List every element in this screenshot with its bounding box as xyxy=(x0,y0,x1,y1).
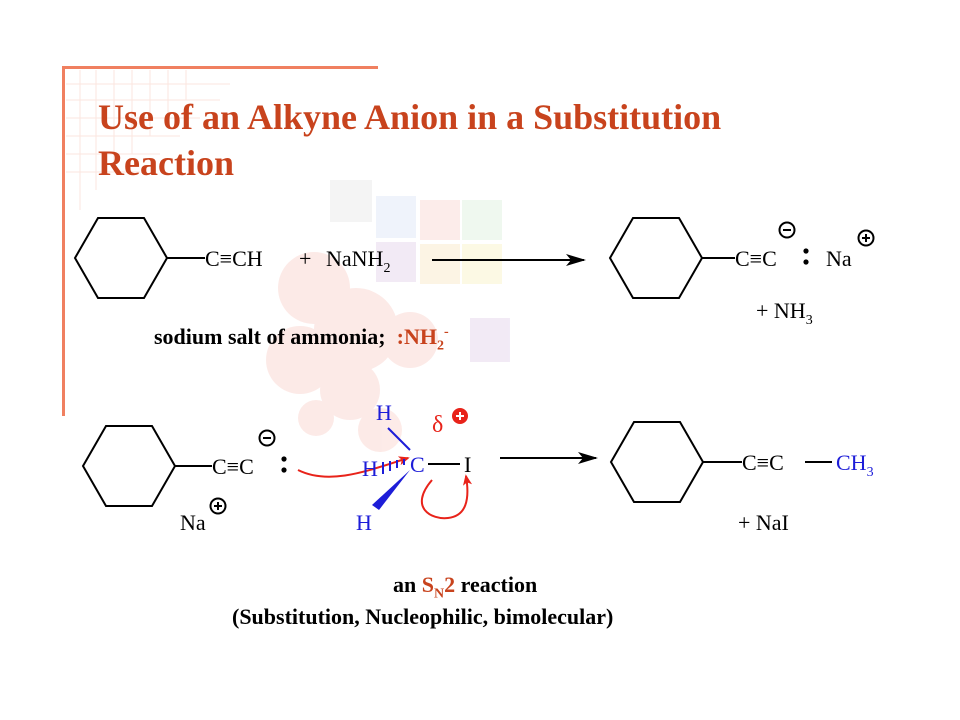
cyclohexane-ring xyxy=(609,421,705,503)
reagent-note: sodium salt of ammonia; :NH2- xyxy=(154,324,449,354)
hydrogen-top: H xyxy=(376,400,392,425)
cyclohexane-ring xyxy=(73,217,169,299)
lone-pair-dot xyxy=(281,456,287,462)
positive-charge-icon xyxy=(209,497,227,515)
negative-charge-icon xyxy=(258,429,276,447)
sn2-label: SN2 xyxy=(421,572,456,602)
alkyne-group: C≡CH xyxy=(205,246,263,271)
positive-charge-icon xyxy=(452,408,468,424)
hydrogen-bottom: H xyxy=(356,510,372,535)
bond-c-h-top xyxy=(387,427,411,451)
cyclohexane-ring xyxy=(81,425,177,507)
lone-pair-dot xyxy=(803,259,809,265)
hydrogen-left: H xyxy=(362,456,378,481)
reaction-1: C≡CH + NaNH2 C≡C Na + NH3 xyxy=(73,217,875,328)
sn2-caption: an SN2 reaction xyxy=(393,572,538,602)
leaving-group-arrow xyxy=(420,474,473,520)
acetylide-anion: C≡C xyxy=(212,454,254,479)
slide-title: Use of an Alkyne Anion in a Substitution… xyxy=(98,94,898,186)
reaction-2: C≡C Na H H xyxy=(81,400,874,535)
title-line-1: Use of an Alkyne Anion in a Substitution xyxy=(98,97,722,137)
methyl-group: CH3 xyxy=(836,450,874,480)
sodium-ion: Na xyxy=(826,246,852,271)
carbon-center: C xyxy=(410,452,425,477)
solid-wedge-bond xyxy=(372,470,410,510)
acetylide-group: C≡C xyxy=(735,246,777,271)
partial-positive: δ xyxy=(432,412,443,438)
sodium-amide: NaNH2 xyxy=(326,246,390,276)
attack-arrow xyxy=(297,456,410,478)
title-line-2: Reaction xyxy=(98,143,234,183)
sodium-ion: Na xyxy=(180,510,206,535)
cyclohexane-ring xyxy=(608,217,704,299)
note-text: sodium salt of ammonia; xyxy=(154,324,386,349)
negative-charge-icon xyxy=(778,221,796,239)
sn2-description: (Substitution, Nucleophilic, bimolecular… xyxy=(232,604,614,629)
iodine-atom: I xyxy=(464,452,471,477)
positive-charge-icon xyxy=(857,229,875,247)
background-decoration xyxy=(62,66,510,452)
lone-pair-dot xyxy=(803,248,809,254)
plus-sign: + xyxy=(299,246,311,271)
hashed-wedge-bond xyxy=(382,459,405,474)
sodium-iodide-byproduct: + NaI xyxy=(738,510,789,535)
alkyne-group: C≡C xyxy=(742,450,784,475)
amide-ion: :NH2- xyxy=(396,324,449,354)
lone-pair-dot xyxy=(281,467,287,473)
ammonia-byproduct: + NH3 xyxy=(756,298,813,328)
